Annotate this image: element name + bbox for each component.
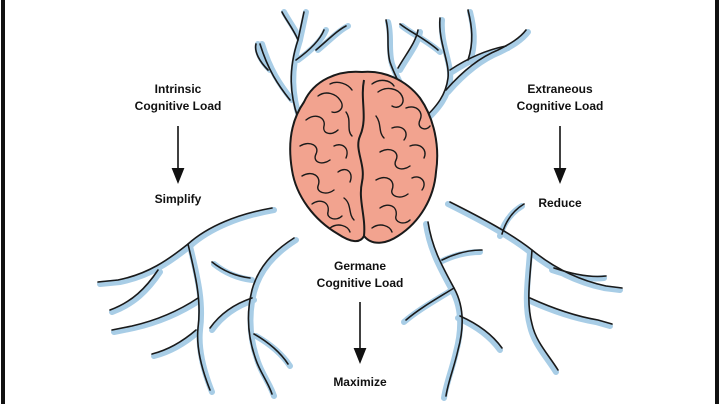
extraneous-subtitle: Cognitive Load [516, 99, 604, 113]
reduce-text: Reduce [538, 196, 582, 210]
intrinsic-subtitle: Cognitive Load [134, 99, 222, 113]
germane-subtitle: Cognitive Load [316, 276, 404, 290]
germane-title: Germane [333, 259, 387, 273]
extraneous-title: Extraneous [527, 82, 593, 96]
simplify-text: Simplify [154, 192, 202, 206]
extraneous-load-label: Extraneous Cognitive Load [508, 81, 612, 115]
maximize-text: Maximize [333, 375, 387, 389]
intrinsic-title: Intrinsic [154, 82, 202, 96]
brain-illustration [289, 70, 439, 244]
bottom-right-branches [401, 201, 623, 401]
simplify-label: Simplify [128, 191, 228, 208]
bottom-left-branches [97, 207, 299, 399]
maximize-label: Maximize [308, 374, 412, 391]
intrinsic-load-label: Intrinsic Cognitive Load [128, 81, 228, 115]
germane-load-label: Germane Cognitive Load [308, 258, 412, 292]
reduce-label: Reduce [508, 195, 612, 212]
